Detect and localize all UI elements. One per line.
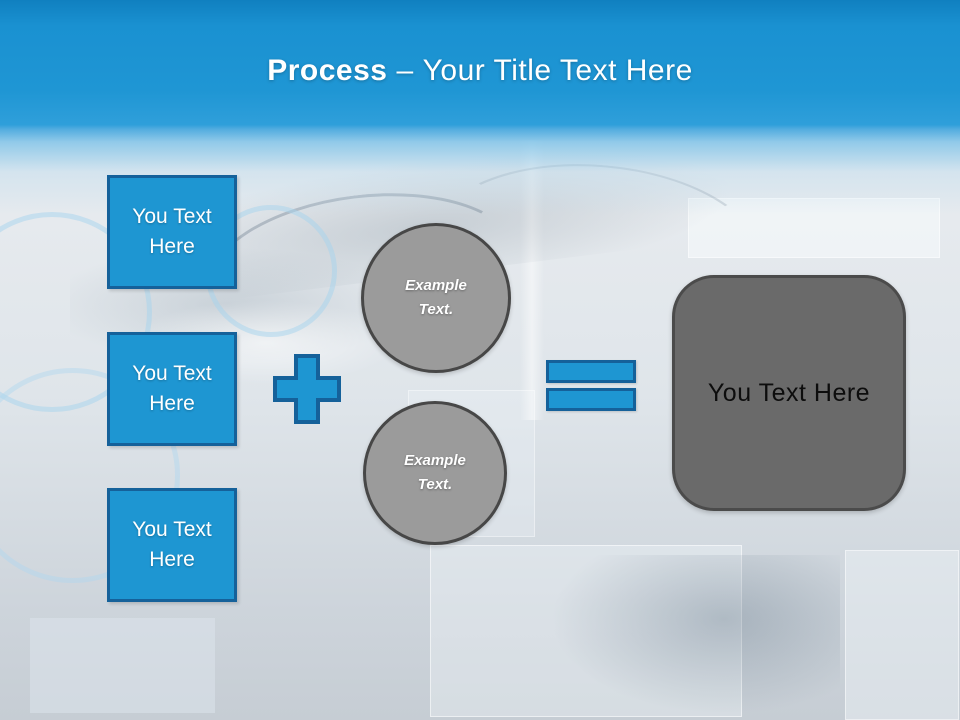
- slide-title-emphasis: Process: [267, 54, 388, 87]
- example-circle-1[interactable]: Example Text.: [361, 223, 511, 373]
- input-box-label: You Text Here: [132, 517, 212, 571]
- example-circle-2[interactable]: Example Text.: [363, 401, 507, 545]
- example-circle-label: Example Text.: [404, 452, 466, 493]
- equals-icon[interactable]: [546, 360, 636, 411]
- equals-bar-top: [546, 360, 636, 383]
- input-box-2[interactable]: You Text Here: [107, 332, 237, 446]
- result-box-label: You Text Here: [707, 378, 871, 407]
- slide-title[interactable]: Process–Your Title Text Here: [0, 54, 960, 88]
- equals-bar-bottom: [546, 388, 636, 411]
- slide-title-subtitle: Your Title Text Here: [422, 54, 693, 87]
- example-circle-label: Example Text.: [405, 277, 467, 318]
- input-box-label: You Text Here: [132, 204, 212, 258]
- input-box-3[interactable]: You Text Here: [107, 488, 237, 602]
- input-box-label: You Text Here: [132, 361, 212, 415]
- input-box-1[interactable]: You Text Here: [107, 175, 237, 289]
- plus-icon[interactable]: [272, 353, 342, 425]
- result-box[interactable]: You Text Here: [672, 275, 906, 511]
- slide-title-separator: –: [396, 54, 414, 87]
